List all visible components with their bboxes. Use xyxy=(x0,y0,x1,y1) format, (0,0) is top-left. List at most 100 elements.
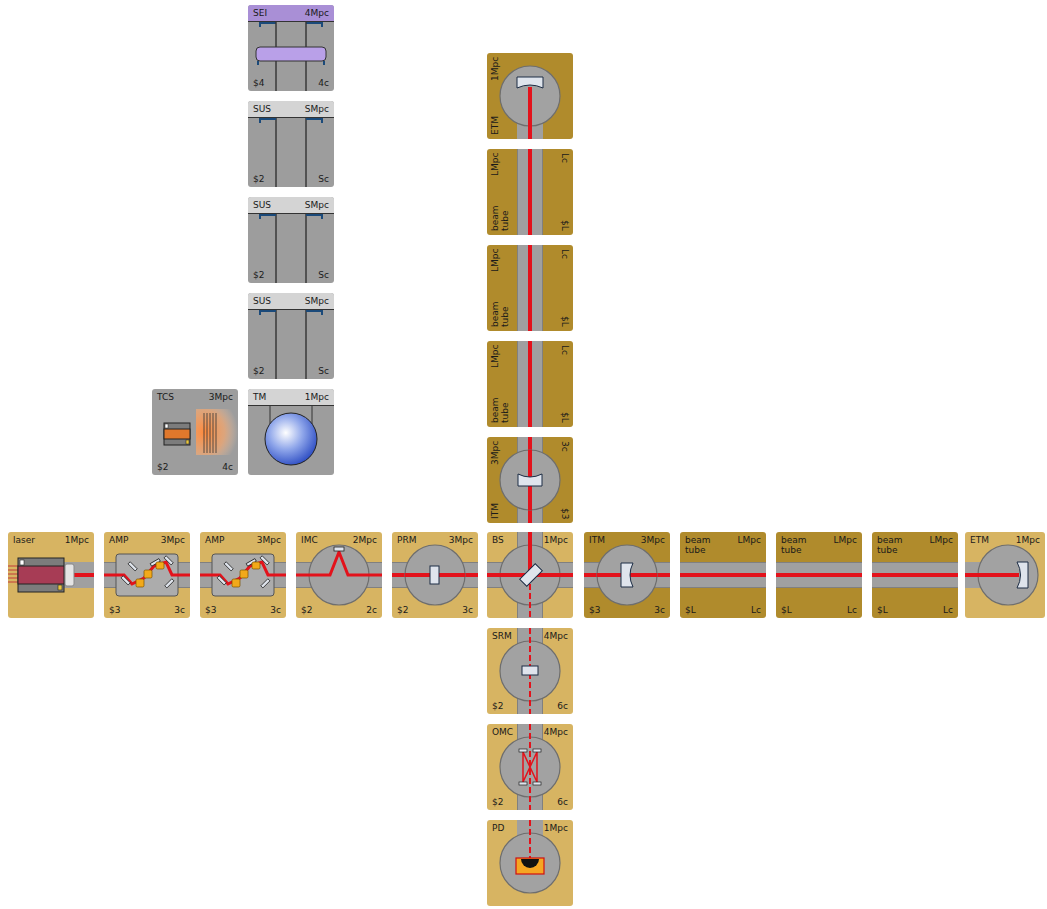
laser-tile: laser 1Mpc xyxy=(8,532,94,618)
tile-label: TCS xyxy=(157,392,174,402)
tile-label: $L xyxy=(560,220,570,231)
tile-label: SUS xyxy=(253,104,271,114)
tile-label: $2 xyxy=(301,605,312,615)
tile-label: 3Mpc xyxy=(449,535,473,545)
tile-label: 1Mpc xyxy=(305,392,329,402)
tile-label: TM xyxy=(253,392,266,402)
signal-recycling-tile: SRM 4Mpc $2 6c xyxy=(487,628,573,714)
tile-label: ITM xyxy=(589,535,605,545)
tile-label: $L xyxy=(781,605,792,615)
beam-tube-tile: beam tube LMpc $L Lc xyxy=(680,532,766,618)
tile-label: Sc xyxy=(318,366,329,376)
tile-label: 6c xyxy=(557,701,568,711)
tile-label: $3 xyxy=(589,605,600,615)
tile-label: $2 xyxy=(397,605,408,615)
tile-label: $3 xyxy=(560,508,570,519)
tile-label: Lc xyxy=(847,605,857,615)
tile-label: BS xyxy=(492,535,504,545)
amplifier-tile: AMP3Mpc$33c xyxy=(104,532,190,618)
suspension-tile: SUS SMpc $2 Sc xyxy=(248,101,334,187)
tile-label: 1Mpc xyxy=(1016,535,1040,545)
tile-label: AMP xyxy=(205,535,224,545)
tile-label: SEI xyxy=(253,8,267,18)
tile-label: 3Mpc xyxy=(209,392,233,402)
tile-label: 3c xyxy=(270,605,281,615)
tile-label: $3 xyxy=(205,605,216,615)
tile-label: LMpc xyxy=(490,249,500,272)
seismic-tile: SEI4Mpc$44c xyxy=(248,5,334,91)
tile-label: 3c xyxy=(462,605,473,615)
tile-label: 4Mpc xyxy=(544,631,568,641)
tile-label: 1Mpc xyxy=(65,535,89,545)
tile-label: Sc xyxy=(318,270,329,280)
tile-label: beam tube xyxy=(490,391,510,423)
beam-tube-tile: beam tube LMpc $L Lc xyxy=(776,532,862,618)
beam-tube-tile: beam tubeLMpc$LLc xyxy=(872,532,958,618)
tile-label: 3c xyxy=(560,441,570,452)
tile-label: $2 xyxy=(492,797,503,807)
tile-label: 4Mpc xyxy=(305,8,329,18)
tile-label: Sc xyxy=(318,174,329,184)
output-cleaner-tile: OMC 4Mpc $2 6c xyxy=(487,724,573,810)
beamsplitter-tile: BS 1Mpc xyxy=(487,532,573,618)
tile-label: SMpc xyxy=(305,296,329,306)
tile-label: SUS xyxy=(253,296,271,306)
tile-label: Lc xyxy=(560,249,570,259)
tile-label: $2 xyxy=(492,701,503,711)
beam-tube-tile: LMpcbeam tubeLc$L xyxy=(487,245,573,331)
tile-label: 1Mpc xyxy=(490,57,500,81)
tile-label: 4Mpc xyxy=(544,727,568,737)
tile-label: $2 xyxy=(157,462,168,472)
tile-label: Lc xyxy=(751,605,761,615)
tile-label: $L xyxy=(685,605,696,615)
mode-cleaner-tile: IMC2Mpc$22c xyxy=(296,532,382,618)
photodiode-tile: PD 1Mpc xyxy=(487,820,573,906)
tile-label: 1Mpc xyxy=(544,535,568,545)
tile-label: SRM xyxy=(492,631,512,641)
input-mirror-tile: ITM 3Mpc $3 3c xyxy=(584,532,670,618)
tile-label: $L xyxy=(877,605,888,615)
beam-tube-tile: LMpcbeam tubeLc$L xyxy=(487,341,573,427)
tile-label: 3c xyxy=(654,605,665,615)
tile-label: 2c xyxy=(366,605,377,615)
tile-label: OMC xyxy=(492,727,513,737)
tile-label: SUS xyxy=(253,200,271,210)
beam-tube-tile: LMpcbeam tubeLc$L xyxy=(487,149,573,235)
tile-label: $2 xyxy=(253,174,264,184)
tile-label: ETM xyxy=(970,535,989,545)
tile-label: PRM xyxy=(397,535,416,545)
tile-label: 1Mpc xyxy=(544,823,568,833)
suspension-tile: SUS SMpc $2 Sc xyxy=(248,197,334,283)
tile-label: AMP xyxy=(109,535,128,545)
tile-label: 6c xyxy=(557,797,568,807)
tile-label: 3Mpc xyxy=(490,441,500,465)
tile-label: beam tube xyxy=(490,199,510,231)
tile-label: ETM xyxy=(490,116,500,135)
tile-label: SMpc xyxy=(305,104,329,114)
tile-label: 4c xyxy=(222,462,233,472)
tile-label: beam tube xyxy=(685,535,717,555)
tile-label: ITM xyxy=(490,503,500,519)
tile-label: SMpc xyxy=(305,200,329,210)
input-mirror-tile: 3MpcITM 3c $3 xyxy=(487,437,573,523)
tile-label: $L xyxy=(560,316,570,327)
tile-label: Lc xyxy=(560,153,570,163)
tile-label: Lc xyxy=(560,345,570,355)
tile-label: $2 xyxy=(253,366,264,376)
suspension-tile: SUS SMpc $2 Sc xyxy=(248,293,334,379)
tile-label: $3 xyxy=(109,605,120,615)
tile-label: laser xyxy=(13,535,35,545)
amplifier-tile: AMP3Mpc$33c xyxy=(200,532,286,618)
tile-label: $2 xyxy=(253,270,264,280)
end-mirror-tile: 1MpcETM xyxy=(487,53,573,139)
tile-label: Lc xyxy=(943,605,953,615)
tile-label: $L xyxy=(560,412,570,423)
tile-label: 3Mpc xyxy=(641,535,665,545)
test-mass-tile: TM 1Mpc xyxy=(248,389,334,475)
tile-label: PD xyxy=(492,823,504,833)
tile-label: LMpc xyxy=(738,535,761,545)
tile-label: LMpc xyxy=(834,535,857,545)
tile-label: beam tube xyxy=(781,535,813,555)
recycling-mirror-tile: PRM 3Mpc $2 3c xyxy=(392,532,478,618)
